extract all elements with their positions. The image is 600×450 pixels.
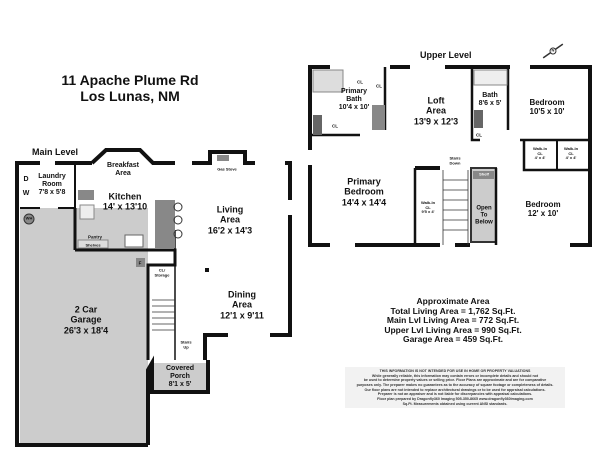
room-dims: 16'2 x 14'3 <box>207 225 253 236</box>
disclaimer-line: Preparer is not an appraiser and is not … <box>377 392 533 397</box>
address-line1: 11 Apache Plume Rd <box>61 72 199 88</box>
room-dims: 4' x 4' <box>565 155 577 161</box>
dryer-label: D <box>23 175 29 183</box>
room-dims: 9'5 x 4' <box>421 209 435 215</box>
room-dims: 7'8 x 5'8 <box>38 189 66 197</box>
room-name: 2 Car Garage <box>70 304 102 325</box>
disclaimer-line: Sq.Ft. Measurements obtained using curre… <box>402 401 508 406</box>
address-line2: Los Lunas, NM <box>80 88 180 104</box>
room-name: Covered Porch <box>165 364 195 380</box>
total-area: Total Living Area = 1,762 Sq.Ft. <box>390 305 516 316</box>
main-level-title: Main Level <box>32 147 79 157</box>
room-name: Primary Bedroom <box>344 176 384 197</box>
shelf-label: Shelf <box>479 171 489 177</box>
main-level-fixtures <box>23 155 229 331</box>
room-dims: 12' x 10' <box>527 209 559 218</box>
closet-label: CL <box>376 83 382 89</box>
stairs-down-label: Stairs Down <box>449 155 461 165</box>
room-name: Bedroom <box>525 199 561 209</box>
area-summary: Approximate Area Total Living Area = 1,7… <box>384 296 522 345</box>
disclaimer-line: THIS INFORMATION IS NOT INTENDED FOR USE… <box>379 369 531 373</box>
room-dims: 8'1 x 5' <box>168 381 192 389</box>
water-heater-label: WH <box>25 215 33 221</box>
shelves-label: Shelves <box>85 242 101 248</box>
room-name: Bedroom <box>529 97 565 107</box>
disclaimer-line: purposes only. The preparer makes no gua… <box>356 383 554 388</box>
disclaimer-line: Floor plan prepared by Dragonfly360 Imag… <box>377 397 533 402</box>
open-to-below-label: Open To Below <box>475 205 493 226</box>
room-name: Living Area <box>216 204 244 225</box>
room-name: Loft Area <box>425 95 447 116</box>
disclaimer-line: be used to determine property values or … <box>363 378 547 383</box>
garage-area: Garage Area = 459 Sq.Ft. <box>402 334 504 345</box>
upper-area: Upper Lvl Living Area = 990 Sq.Ft. <box>384 324 522 335</box>
closet-label: CL <box>476 132 482 138</box>
room-dims: 13'9 x 12'3 <box>413 116 459 127</box>
compass-icon <box>542 43 564 59</box>
pantry-label: Pantry <box>87 234 103 240</box>
room-dims: 14'4 x 14'4 <box>341 197 387 208</box>
disclaimer-line: Our floor plans are not intended to repl… <box>364 387 546 392</box>
storage-label: CL/ Storage <box>154 267 170 277</box>
main-area: Main Lvl Living Area = 772 Sq.Ft. <box>386 315 520 326</box>
room-dims: 10'5 x 10' <box>529 107 565 116</box>
stairs-up-label: Stairs Up <box>180 339 192 349</box>
upper-level-fixtures <box>312 43 564 245</box>
room-dims: 8'6 x 5' <box>478 100 502 107</box>
room-name: Walk-In CL <box>420 200 436 210</box>
room-dims: 4' x 4' <box>534 155 546 161</box>
room-name: Dining Area <box>227 289 256 310</box>
room-dims: 14' x 13'10 <box>102 202 148 212</box>
room-name: Walk-In CL <box>563 146 579 156</box>
washer-label: W <box>22 189 30 197</box>
upper-level-title: Upper Level <box>420 50 472 60</box>
closet-label: CL <box>332 123 338 129</box>
upper-level-walls <box>308 65 592 247</box>
compass-label: N <box>551 47 555 53</box>
breakfast-area-label: Breakfast Area <box>107 161 139 177</box>
room-name: Laundry Room <box>38 172 66 188</box>
room-name: Bath <box>482 91 498 99</box>
room-dims: 10'4 x 10' <box>338 104 370 112</box>
closet-label: CL <box>357 79 363 85</box>
furnace-label: F <box>138 260 142 266</box>
room-name: Primary Bath <box>340 87 368 103</box>
room-dims: 26'3 x 18'4 <box>63 325 109 336</box>
room-name: Walk-In CL <box>532 146 548 156</box>
disclaimer: THIS INFORMATION IS NOT INTENDED FOR USE… <box>345 367 565 409</box>
area-heading: Approximate Area <box>416 296 490 306</box>
porch-fill <box>152 363 208 391</box>
room-dims: 12'1 x 9'11 <box>220 310 264 321</box>
room-name: Kitchen <box>108 191 142 202</box>
disclaimer-line: While generally reliable, this informati… <box>371 373 539 378</box>
gas-stove-label: Gas Stove <box>217 166 237 172</box>
